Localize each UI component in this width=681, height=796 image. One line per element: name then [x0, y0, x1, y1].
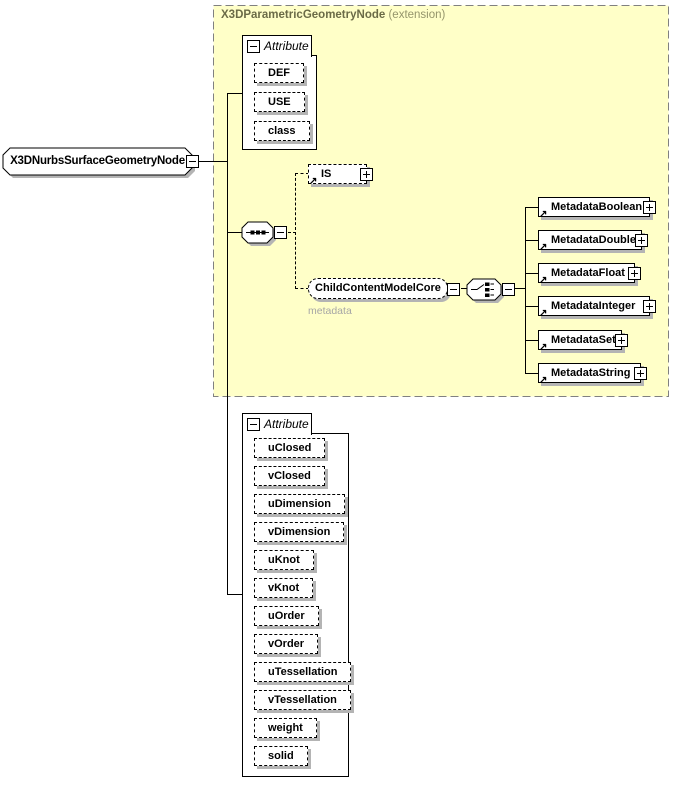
- bottom-attribute-group-label: Attribute: [264, 417, 309, 431]
- choice-collapse-toggle[interactable]: [502, 283, 515, 296]
- element-expand-toggle[interactable]: [634, 367, 647, 380]
- element-expand-toggle[interactable]: [635, 234, 648, 247]
- element-metadatastring[interactable]: ↗ MetadataString: [538, 363, 647, 386]
- group-ref-collapse-toggle[interactable]: [447, 283, 460, 296]
- sequence-compositor[interactable]: [241, 221, 287, 246]
- connector-bottom-attr-group: [227, 594, 243, 595]
- element-label: MetadataFloat: [551, 267, 625, 279]
- connector-trunk: [227, 93, 228, 595]
- top-attribute-group-label: Attribute: [264, 39, 309, 53]
- connector-metadata-4: [525, 340, 538, 341]
- element-metadatafloat[interactable]: ↗ MetadataFloat: [538, 263, 641, 286]
- root-element-node[interactable]: X3DNurbsSurfaceGeometryNode: [2, 147, 199, 178]
- attribute-udimension[interactable]: uDimension: [254, 494, 345, 514]
- connector-metadata-branch: [525, 207, 526, 374]
- attribute-weight[interactable]: weight: [254, 718, 317, 738]
- element-expand-toggle[interactable]: [643, 300, 656, 313]
- element-ref-arrow-icon: ↗: [539, 209, 548, 220]
- element-ref-arrow-icon: ↗: [539, 375, 548, 386]
- group-ref-label: ChildContentModelCore: [315, 282, 441, 294]
- extension-base-type: X3DParametricGeometryNode: [221, 9, 386, 21]
- attribute-uclosed[interactable]: uClosed: [254, 438, 326, 458]
- connector-sequence-out: [288, 232, 296, 233]
- connector-choice-branch: [514, 288, 526, 289]
- attribute-vorder[interactable]: vOrder: [254, 634, 319, 654]
- element-expand-toggle[interactable]: [643, 201, 656, 214]
- connector-metadata-5: [525, 373, 538, 374]
- connector-is: [295, 173, 309, 174]
- connector-optional-branch: [295, 173, 296, 289]
- element-label: MetadataBoolean: [551, 201, 643, 213]
- element-is-label: IS: [321, 168, 332, 180]
- sequence-collapse-toggle[interactable]: [274, 226, 287, 239]
- element-expand-toggle[interactable]: [628, 267, 641, 280]
- bottom-attribute-group-tab[interactable]: Attribute: [242, 413, 312, 435]
- element-metadatadouble[interactable]: ↗ MetadataDouble: [538, 230, 648, 253]
- choice-icon: [466, 278, 504, 303]
- attribute-vclosed[interactable]: vClosed: [254, 466, 325, 486]
- connector-metadata-2: [525, 273, 538, 274]
- element-metadatainteger[interactable]: ↗ MetadataInteger: [538, 296, 656, 319]
- element-label: MetadataDouble: [551, 234, 636, 246]
- element-metadataboolean[interactable]: ↗ MetadataBoolean: [538, 197, 656, 220]
- element-ref-arrow-icon: ↗: [539, 242, 548, 253]
- element-label: MetadataString: [551, 367, 631, 379]
- attribute-use[interactable]: USE: [254, 92, 305, 112]
- element-ref-arrow-icon: ↗: [539, 275, 548, 286]
- connector-root-trunk: [199, 161, 227, 162]
- choice-compositor[interactable]: [466, 278, 515, 303]
- attribute-class[interactable]: class: [254, 121, 310, 141]
- connector-metadata-1: [525, 240, 538, 241]
- attribute-utessellation[interactable]: uTessellation: [254, 662, 352, 682]
- root-node-label: X3DNurbsSurfaceGeometryNode: [10, 155, 185, 167]
- attribute-uknot[interactable]: uKnot: [254, 550, 314, 570]
- attribute-vdimension[interactable]: vDimension: [254, 522, 345, 542]
- element-label: MetadataInteger: [551, 300, 636, 312]
- sequence-icon: [241, 221, 276, 246]
- connector-ccmc: [295, 288, 309, 289]
- attribute-def[interactable]: DEF: [254, 63, 304, 83]
- element-expand-toggle[interactable]: [615, 334, 628, 347]
- connector-metadata-3: [525, 306, 538, 307]
- group-ref-annotation: metadata: [308, 305, 352, 317]
- element-ref-arrow-icon: ↗: [539, 342, 548, 353]
- top-attribute-group-tab[interactable]: Attribute: [242, 35, 312, 57]
- attribute-solid[interactable]: solid: [254, 746, 308, 766]
- attribute-vtessellation[interactable]: vTessellation: [254, 690, 351, 710]
- bottom-attribute-group-collapse-toggle[interactable]: [247, 418, 260, 431]
- connector-top-attr-group: [227, 93, 242, 94]
- connector-sequence: [227, 232, 243, 233]
- connector-ccmc-choice: [461, 288, 468, 289]
- attribute-uorder[interactable]: uOrder: [254, 606, 319, 626]
- element-ref-arrow-icon: ↗: [539, 308, 548, 319]
- element-metadataset[interactable]: ↗ MetadataSet: [538, 330, 628, 353]
- extension-title: X3DParametricGeometryNode (extension): [221, 9, 445, 21]
- group-ref-childcontentmodelcore[interactable]: ChildContentModelCore: [308, 278, 460, 299]
- root-node-shape: [2, 147, 195, 178]
- element-label: MetadataSet: [551, 334, 616, 346]
- root-collapse-toggle[interactable]: [186, 155, 199, 168]
- element-is-expand-toggle[interactable]: [360, 168, 373, 181]
- top-attribute-group-collapse-toggle[interactable]: [247, 40, 260, 53]
- element-ref-arrow-icon: ↗: [309, 176, 318, 187]
- element-is[interactable]: ↗ IS: [308, 164, 373, 187]
- attribute-vknot[interactable]: vKnot: [254, 578, 314, 598]
- connector-metadata-0: [525, 207, 538, 208]
- extension-kind: (extension): [388, 9, 446, 21]
